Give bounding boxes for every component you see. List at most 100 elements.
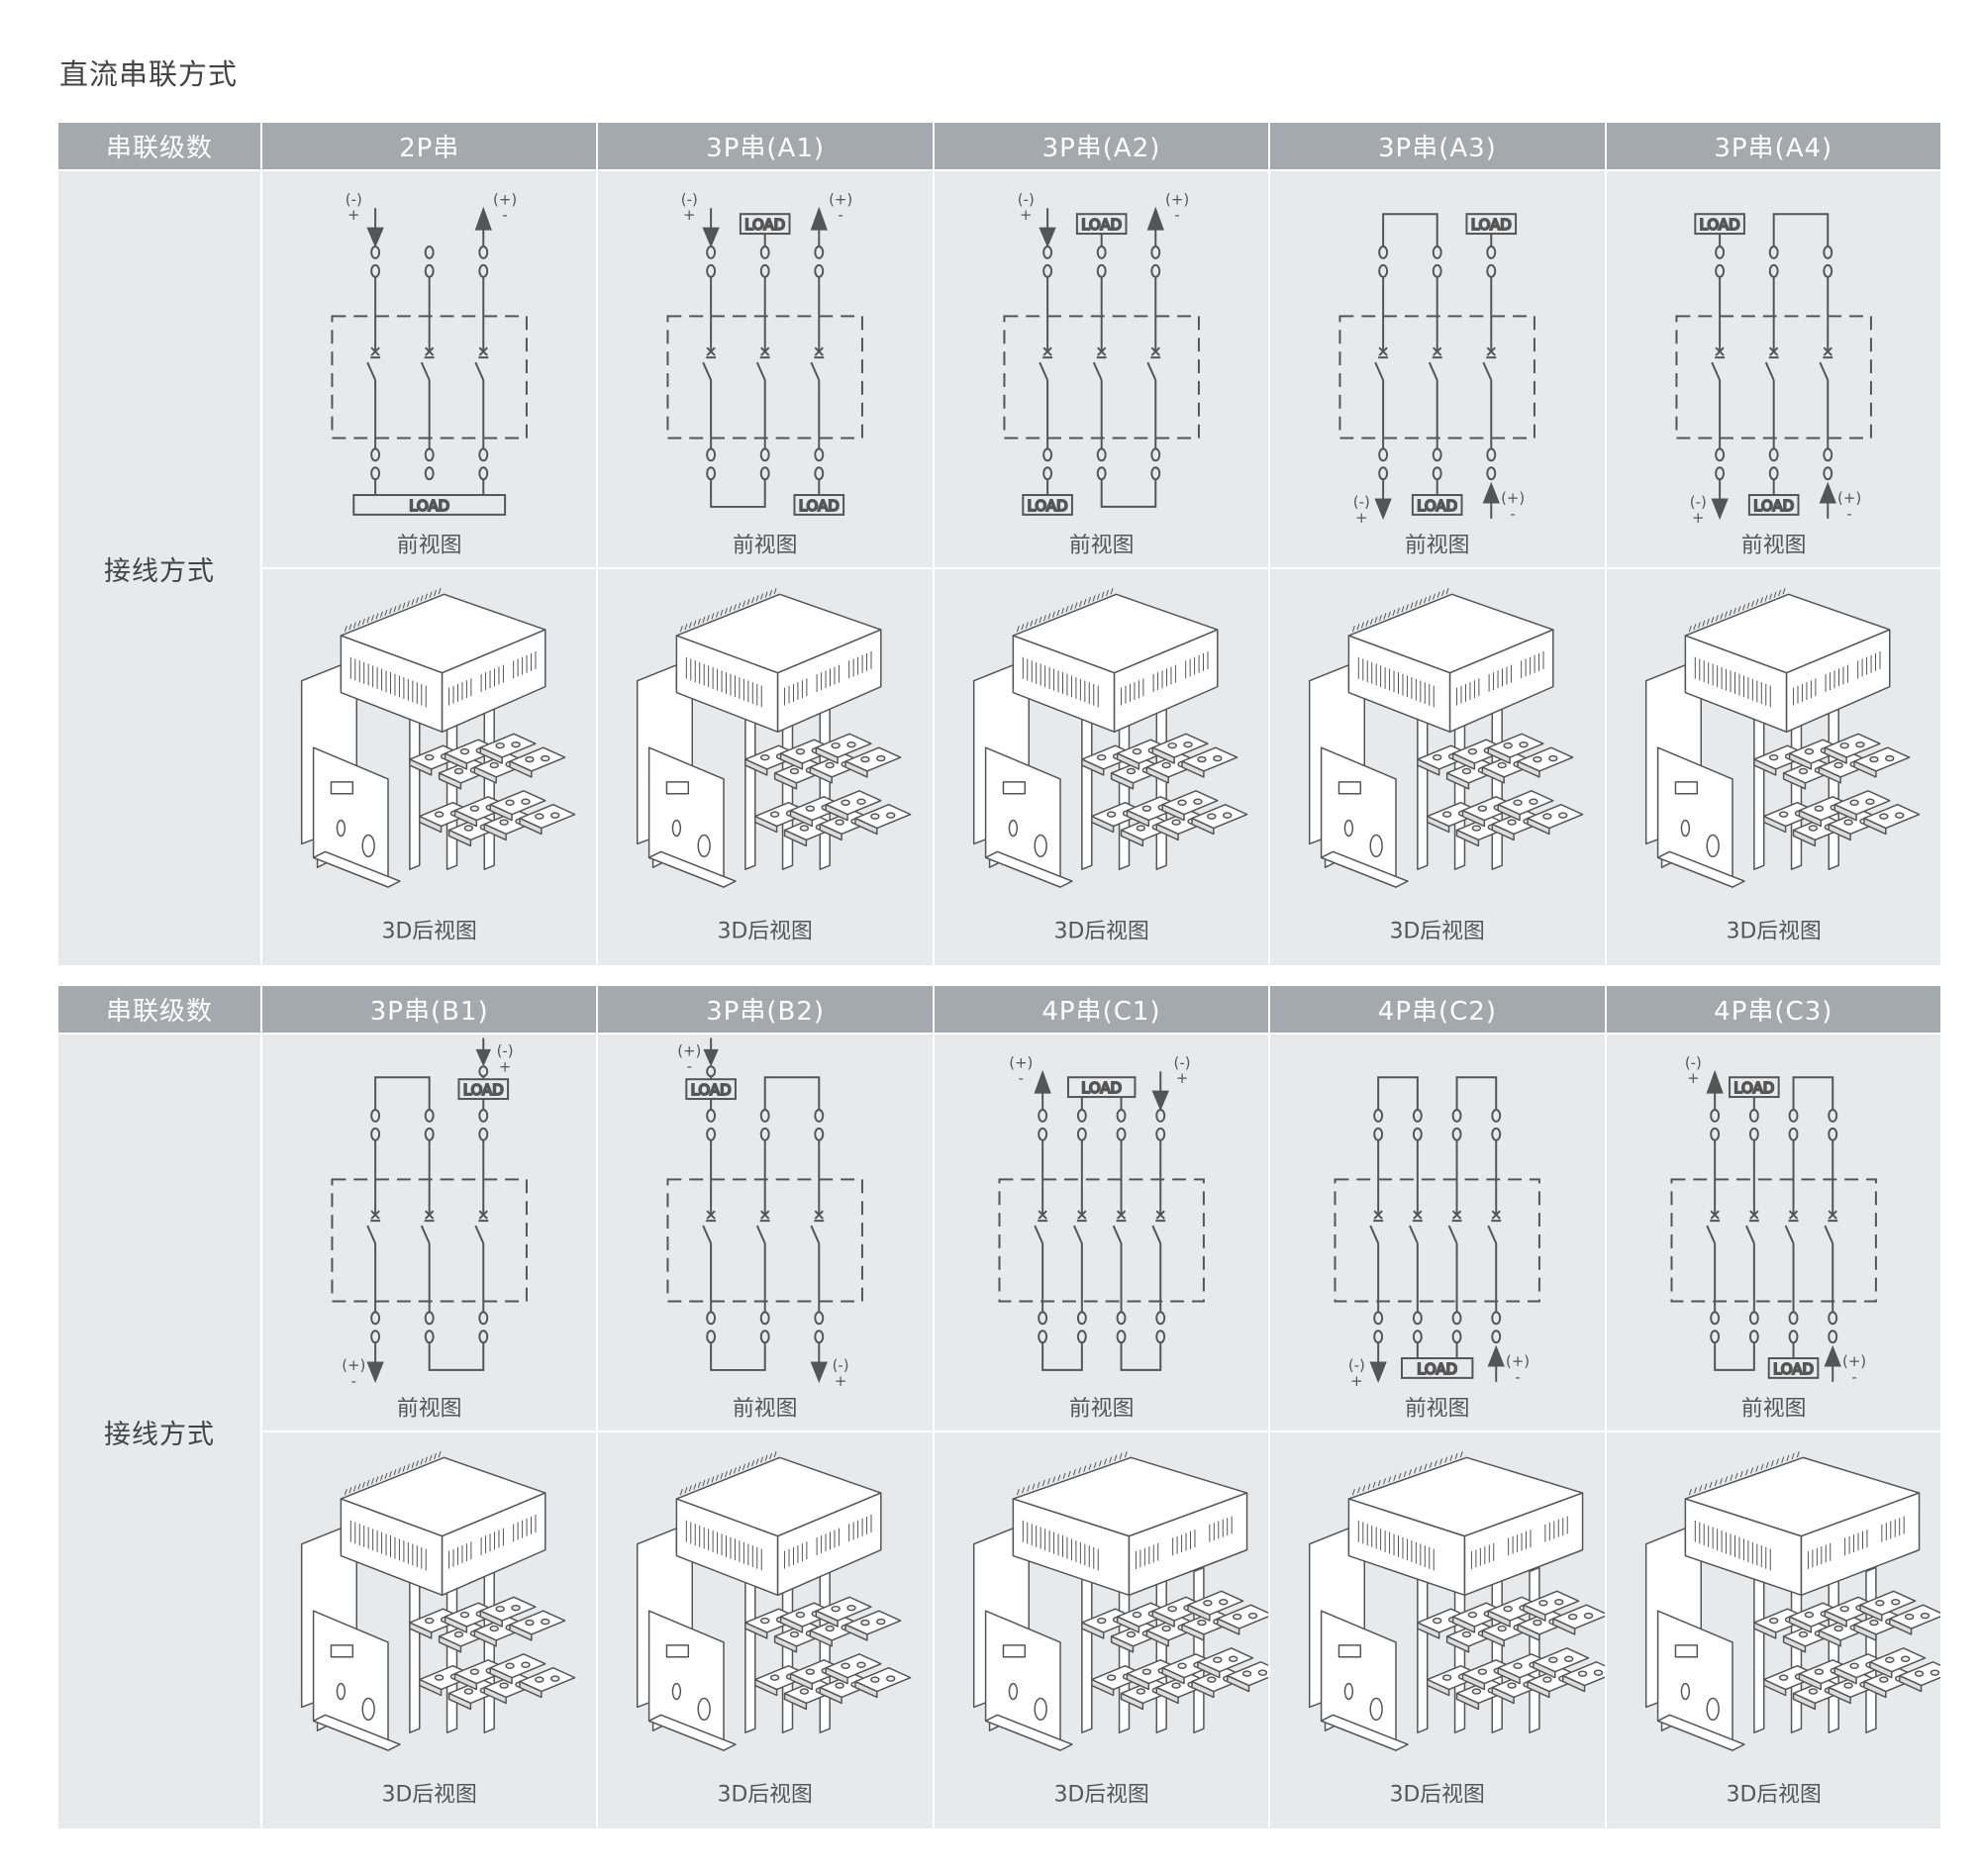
terminal bbox=[814, 1127, 825, 1141]
terminal bbox=[424, 1127, 435, 1141]
arrow-down-icon bbox=[702, 227, 721, 248]
terminal bbox=[478, 245, 489, 259]
pole bbox=[756, 245, 771, 481]
terminal bbox=[1451, 1127, 1462, 1141]
load-label: LOAD bbox=[1027, 497, 1067, 515]
pole bbox=[1764, 245, 1779, 481]
wiring-diagram: LOAD(-)+(+)-前视图 bbox=[331, 190, 528, 558]
rear-3d-view: 3D后视图 bbox=[300, 588, 576, 944]
load-box bbox=[1022, 494, 1073, 516]
terminal bbox=[1748, 1108, 1759, 1123]
jumper-link bbox=[428, 1342, 485, 1371]
terminal bbox=[1714, 245, 1725, 259]
terminal bbox=[1096, 466, 1107, 481]
header-series-count: 串联级数 bbox=[58, 123, 260, 169]
load-box bbox=[352, 494, 507, 516]
polarity-label: (+) bbox=[1842, 1352, 1866, 1370]
terminal bbox=[814, 245, 825, 259]
pole bbox=[420, 245, 435, 481]
rear-view-caption: 3D后视图 bbox=[1053, 920, 1148, 944]
column-header: 4P串(C3) bbox=[1606, 986, 1940, 1033]
terminal bbox=[814, 447, 825, 462]
pole bbox=[1034, 1108, 1047, 1344]
load-box bbox=[1465, 213, 1518, 236]
terminal bbox=[478, 447, 489, 462]
terminal bbox=[706, 1108, 717, 1123]
arrow-up-icon bbox=[1487, 1344, 1506, 1367]
pole bbox=[366, 1108, 381, 1344]
polarity-sign: - bbox=[1851, 1368, 1856, 1386]
terminal bbox=[370, 1311, 381, 1326]
terminal bbox=[478, 1311, 489, 1326]
breaker-outline bbox=[1675, 315, 1872, 440]
rear-3d-view: 3D后视图 bbox=[1309, 588, 1584, 944]
polarity-label: (+) bbox=[1506, 1352, 1530, 1370]
polarity-sign: - bbox=[1511, 505, 1516, 523]
terminal bbox=[370, 466, 381, 481]
terminal bbox=[1451, 1108, 1462, 1123]
polarity-label: (+) bbox=[1501, 489, 1525, 507]
rear-view-caption: 3D后视图 bbox=[718, 1783, 813, 1808]
polarity-label: (+) bbox=[493, 190, 517, 208]
pole bbox=[474, 245, 489, 481]
polarity-sign: + bbox=[1355, 509, 1367, 527]
terminal bbox=[1150, 245, 1161, 259]
terminal bbox=[1714, 466, 1725, 481]
terminal bbox=[1413, 1330, 1424, 1344]
terminal bbox=[814, 466, 825, 481]
terminal bbox=[706, 1127, 717, 1141]
terminal bbox=[1451, 1330, 1462, 1344]
polarity-sign: - bbox=[687, 1057, 692, 1075]
pole bbox=[1409, 1108, 1424, 1344]
polarity-sign: + bbox=[1692, 509, 1704, 527]
rear-view-cell: 3D后视图 bbox=[262, 569, 597, 965]
jumper-link bbox=[1120, 1342, 1162, 1371]
breaker-3d-illustration bbox=[1309, 593, 1584, 888]
breaker-3d-illustration bbox=[300, 593, 576, 888]
breaker-3d-illustration bbox=[1309, 1456, 1605, 1751]
terminal bbox=[1788, 1127, 1799, 1141]
terminal bbox=[370, 1330, 381, 1344]
load-label: LOAD bbox=[1753, 497, 1794, 515]
load-box bbox=[1767, 1357, 1819, 1379]
rear-view-cell: 3D后视图 bbox=[1606, 569, 1940, 965]
pole bbox=[702, 245, 717, 481]
terminal bbox=[1714, 263, 1725, 278]
pole bbox=[1369, 1108, 1384, 1344]
terminal bbox=[760, 1330, 771, 1344]
wiring-diagram: LOAD(+)-(-)+前视图 bbox=[998, 1053, 1205, 1422]
load-label: LOAD bbox=[1417, 1360, 1457, 1378]
load-box bbox=[740, 213, 791, 236]
breaker-outline bbox=[1670, 1178, 1877, 1303]
pole bbox=[1705, 1108, 1720, 1344]
pole bbox=[1151, 1108, 1165, 1344]
terminal bbox=[478, 1330, 489, 1344]
wiring-diagram: LOAD(-)+(+)-前视图 bbox=[331, 1037, 528, 1422]
terminal bbox=[1037, 1330, 1047, 1344]
front-view-caption: 前视图 bbox=[1069, 1397, 1135, 1422]
terminal bbox=[1788, 1330, 1799, 1344]
breaker-3d-illustration bbox=[1644, 593, 1920, 888]
terminal bbox=[1378, 263, 1389, 278]
polarity-label: (-) bbox=[1348, 1356, 1365, 1374]
front-view-cell: LOAD(-)+(+)-前视图 bbox=[262, 171, 597, 567]
pole bbox=[420, 1108, 435, 1344]
terminal bbox=[1413, 1127, 1424, 1141]
terminal bbox=[1709, 1127, 1720, 1141]
terminal bbox=[1413, 1108, 1424, 1123]
arrow-down-icon bbox=[703, 1048, 720, 1067]
load-box bbox=[1412, 494, 1463, 516]
polarity-sign: - bbox=[839, 206, 843, 224]
load-box bbox=[1693, 213, 1745, 236]
terminal bbox=[478, 1127, 489, 1141]
jumper-link bbox=[1455, 1076, 1498, 1110]
terminal bbox=[1822, 466, 1832, 481]
terminal bbox=[1373, 1311, 1384, 1326]
polarity-sign: + bbox=[347, 206, 359, 224]
wiring-diagram: LOAD(+)-(-)+前视图 bbox=[666, 1037, 864, 1422]
terminal bbox=[1827, 1311, 1837, 1326]
